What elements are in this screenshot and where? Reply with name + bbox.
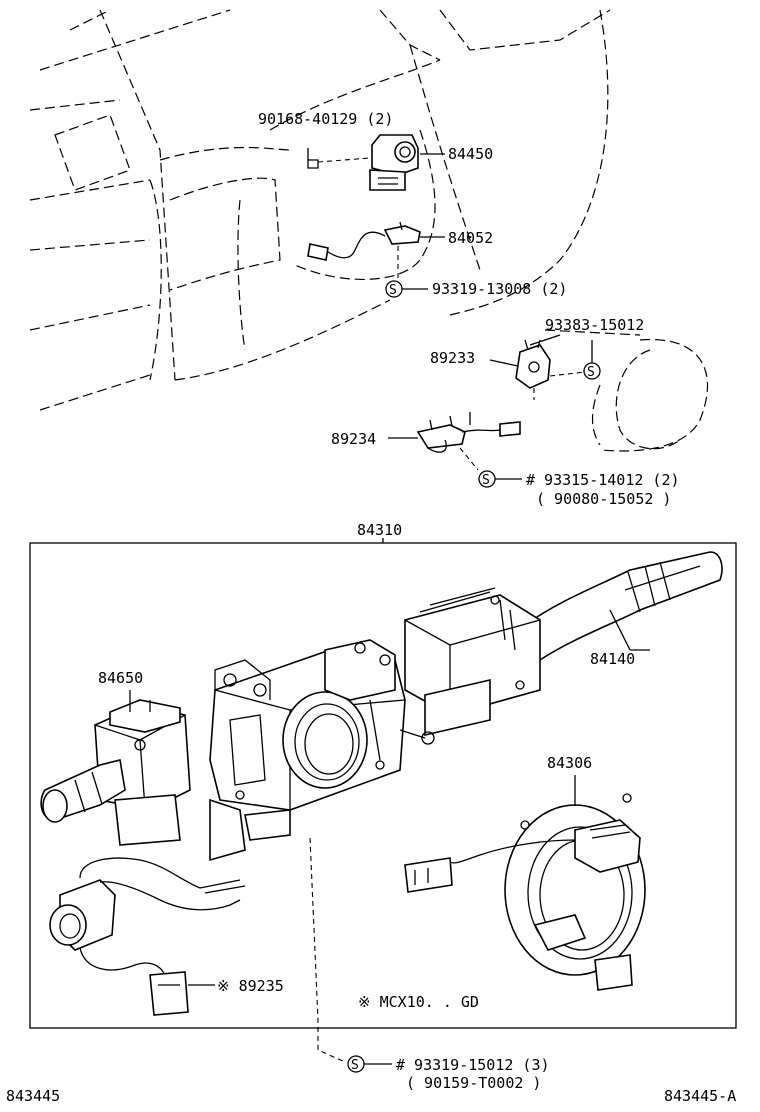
s-mark-93319-13008: S [385,280,428,298]
label-93315-14012: # 93315-14012 (2) [526,471,680,489]
part-84306-spiral-cable [404,775,646,991]
part-84052-wire [307,221,445,280]
part-89233-sensor [489,334,586,400]
label-90159-t0002: ( 90159-T0002 ) [406,1074,541,1092]
combination-switch-body [209,639,435,862]
part-89235-harness [49,857,246,1016]
footer-code-left: 843445 [6,1087,60,1105]
screw-90168 [307,148,371,169]
assembly-frame-84310 [29,538,737,1029]
label-84140: 84140 [590,650,635,668]
part-84650-light-switch [40,690,191,846]
label-89235: ※ 89235 [217,977,284,995]
part-84450-ignition-switch [369,134,445,191]
part-89234-harness [388,412,521,471]
label-90080-15052: ( 90080-15052 ) [536,490,671,508]
label-93319-13008: 93319-13008 (2) [432,280,567,298]
part-84140-lever-switch [524,551,723,662]
label-84306: 84306 [547,754,592,772]
dashboard-outline [29,9,709,452]
footer-code-right: 843445-A [664,1087,736,1105]
label-84052: 84052 [448,229,493,247]
svg-text:S: S [389,283,397,298]
label-93319-15012: # 93319-15012 (3) [396,1056,550,1074]
label-89234: 89234 [331,430,376,448]
label-applicability-note: ※ MCX10. . GD [358,993,479,1011]
svg-text:S: S [482,473,490,488]
s-mark-93383: S [583,340,601,380]
label-84450: 84450 [448,145,493,163]
svg-text:S: S [351,1058,359,1073]
switch-body-right [404,587,541,737]
s-mark-93315: S [478,470,522,488]
label-90168-40129: 90168-40129 (2) [258,110,393,128]
label-89233: 89233 [430,349,475,367]
label-93383-15012: 93383-15012 [545,316,644,334]
label-84650: 84650 [98,669,143,687]
svg-text:S: S [587,365,595,380]
leader-93319-15012: S [309,837,392,1073]
label-84310: 84310 [357,521,402,539]
